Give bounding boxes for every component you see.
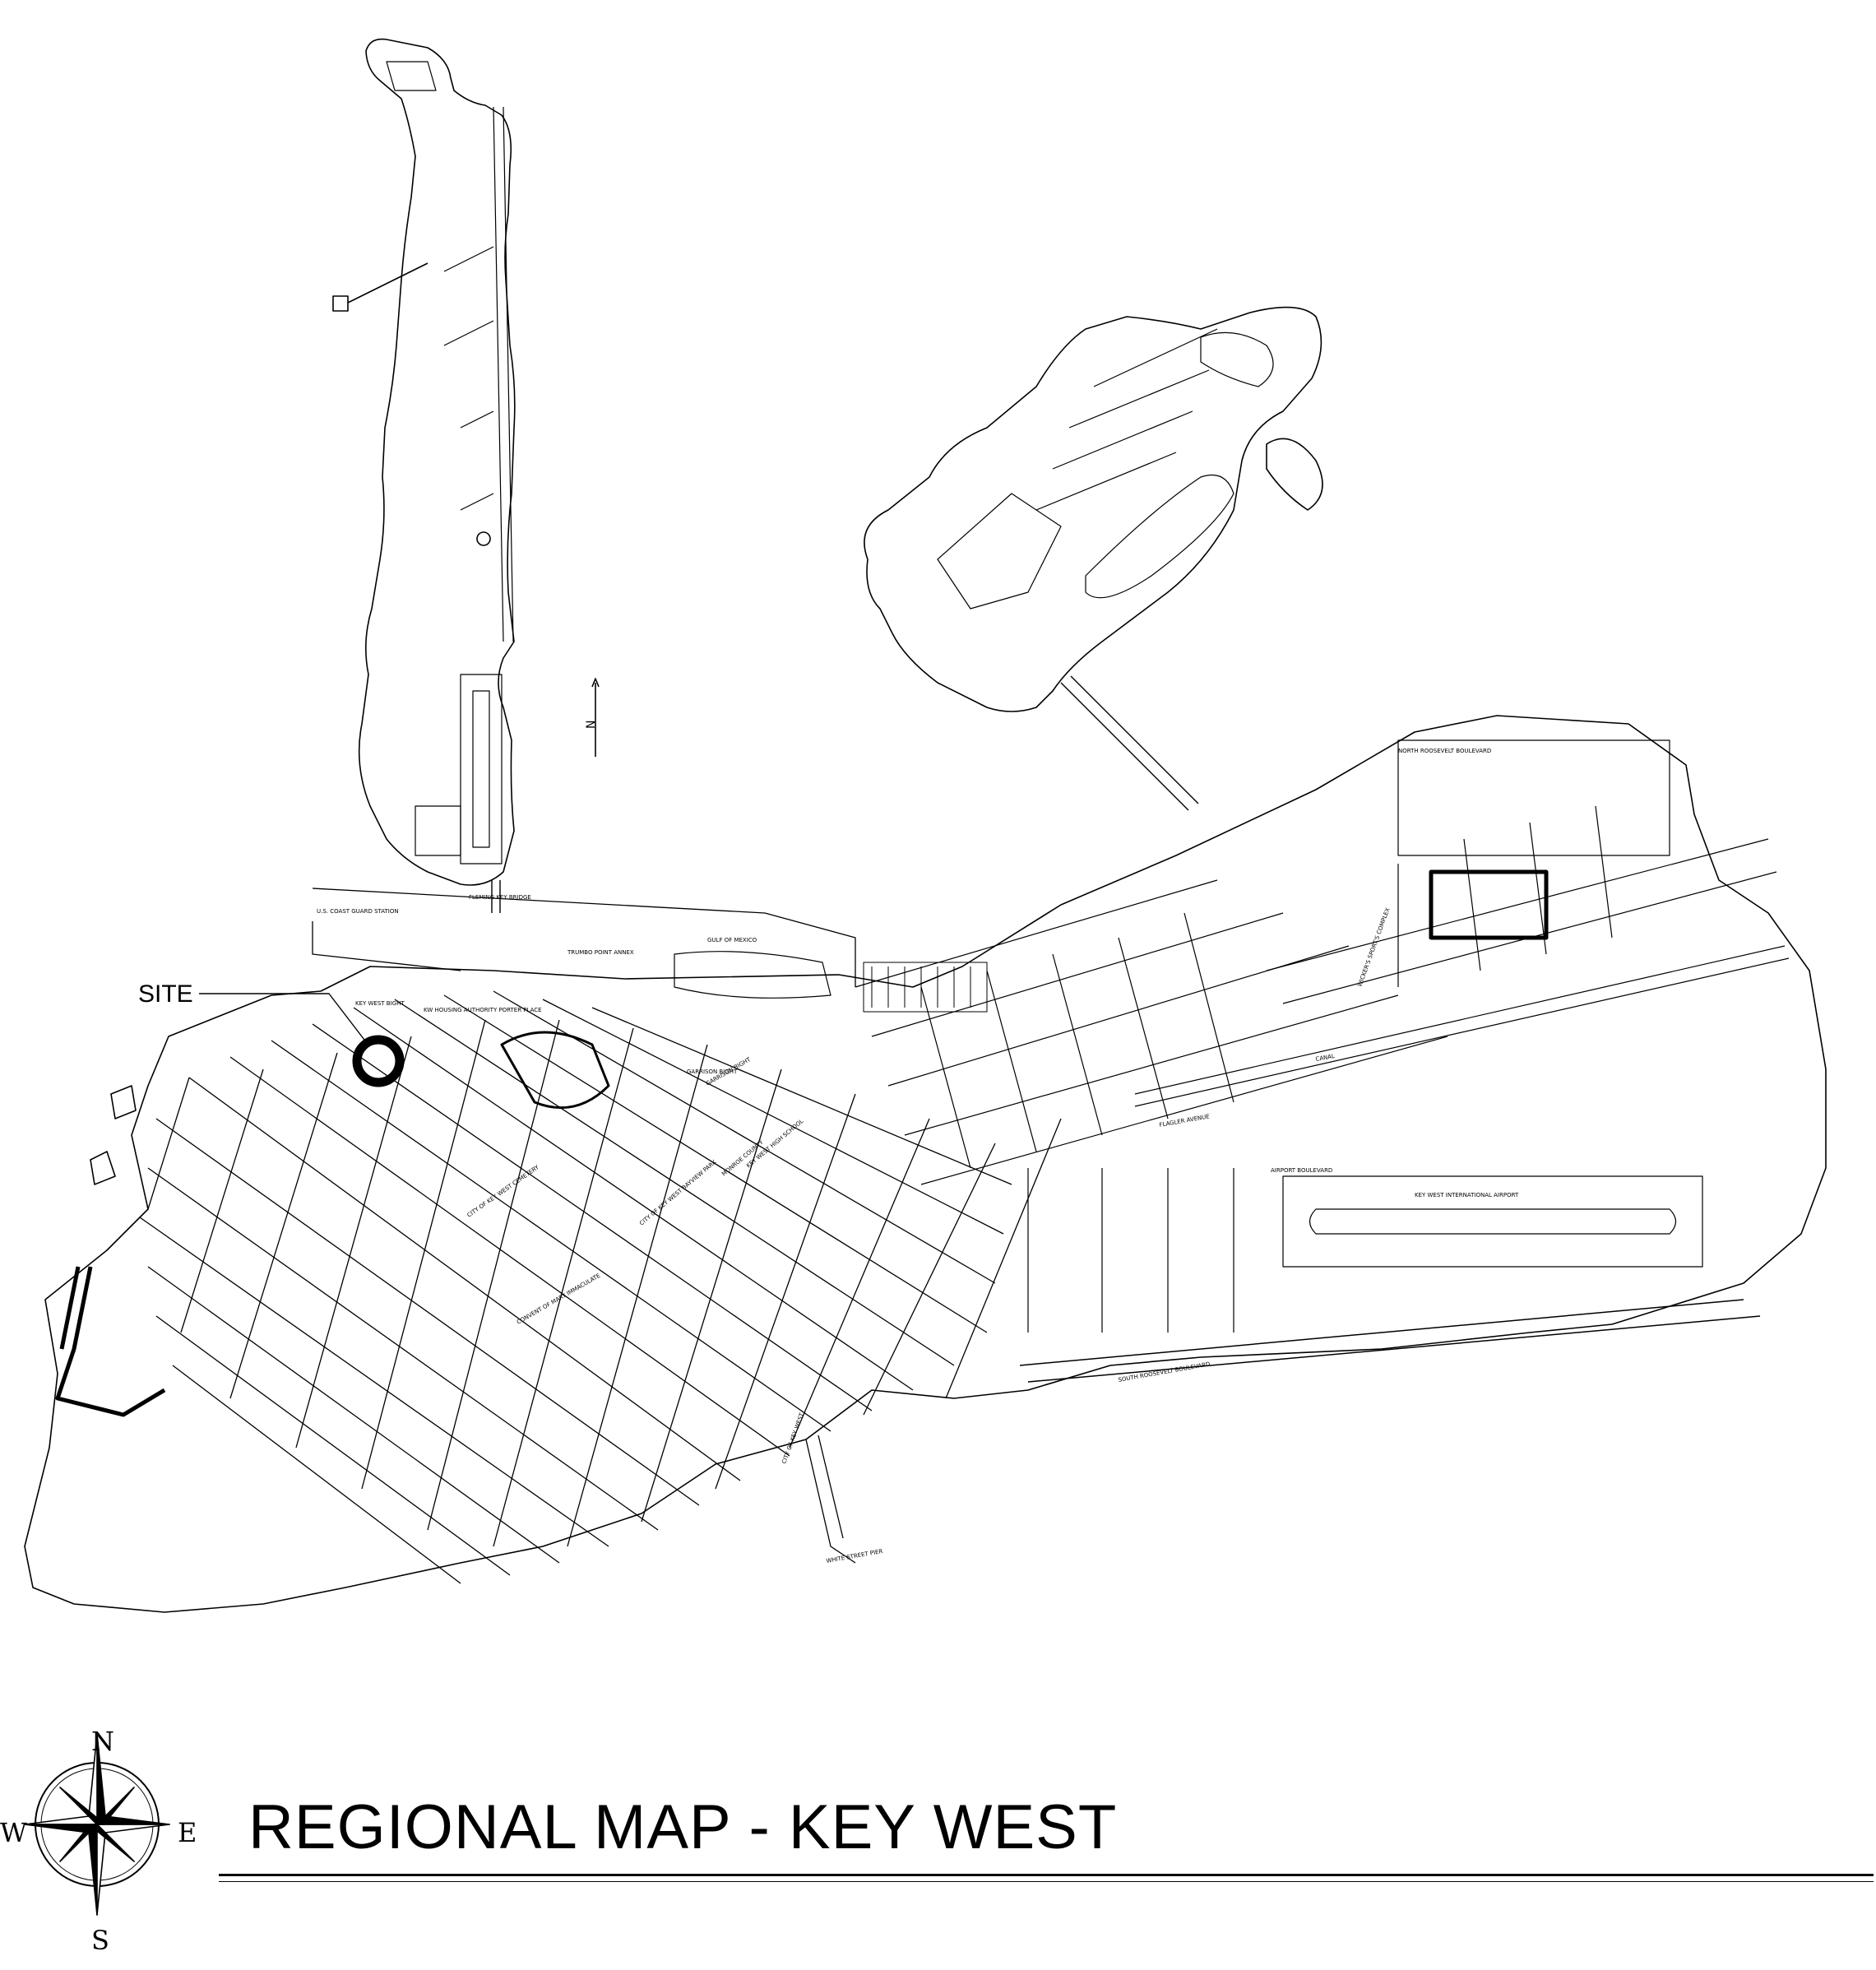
title-rule <box>219 1874 1874 1876</box>
svg-text:NORTH ROOSEVELT BOULEVARD: NORTH ROOSEVELT BOULEVARD <box>1398 748 1491 754</box>
compass-west-label: W <box>0 1817 27 1848</box>
map-title: REGIONAL MAP - KEY WEST <box>248 1792 1118 1862</box>
svg-text:CITY OF KEY WEST BAYVIEW PARK: CITY OF KEY WEST BAYVIEW PARK <box>638 1159 718 1227</box>
svg-text:CONVENT OF MARY IMMACULATE: CONVENT OF MARY IMMACULATE <box>516 1272 601 1326</box>
svg-text:GARRISON BIGHT: GARRISON BIGHT <box>687 1068 738 1075</box>
title-rule-thin <box>219 1881 1874 1882</box>
svg-text:U.S. COAST GUARD STATION: U.S. COAST GUARD STATION <box>317 908 399 915</box>
site-marker <box>199 993 405 1087</box>
svg-text:CITY OF KEY WEST: CITY OF KEY WEST <box>781 1411 805 1465</box>
svg-text:CITY OF KEY WEST CEMETERY: CITY OF KEY WEST CEMETERY <box>466 1164 541 1219</box>
svg-text:CANAL: CANAL <box>1315 1053 1336 1063</box>
fleming-key-outline <box>358 38 516 886</box>
svg-text:AIRPORT BOULEVARD: AIRPORT BOULEVARD <box>1271 1167 1332 1174</box>
svg-text:KEY WEST BIGHT: KEY WEST BIGHT <box>355 1000 405 1007</box>
compass-north-label: N <box>91 1726 114 1757</box>
svg-text:KW HOUSING AUTHORITY PORTER PL: KW HOUSING AUTHORITY PORTER PLACE <box>424 1007 542 1013</box>
north-arrow-icon: N <box>585 678 600 757</box>
compass-east-label: E <box>178 1817 197 1848</box>
sigsbee-park-outline <box>864 306 1322 712</box>
svg-text:KEY WEST INTERNATIONAL AIRPORT: KEY WEST INTERNATIONAL AIRPORT <box>1415 1192 1519 1198</box>
svg-text:WICKER'S SPORT'S COMPLEX: WICKER'S SPORT'S COMPLEX <box>1356 906 1391 987</box>
key-west-outline <box>24 715 1827 1613</box>
compass-rose-icon <box>24 1733 170 1916</box>
svg-text:TRUMBO POINT ANNEX: TRUMBO POINT ANNEX <box>567 949 634 956</box>
site-label: SITE <box>138 980 193 1008</box>
svg-text:GULF OF MEXICO: GULF OF MEXICO <box>707 937 757 943</box>
svg-text:N: N <box>585 721 598 729</box>
compass-south-label: S <box>91 1925 109 1956</box>
svg-text:FLEMING KEY BRIDGE: FLEMING KEY BRIDGE <box>469 894 531 901</box>
